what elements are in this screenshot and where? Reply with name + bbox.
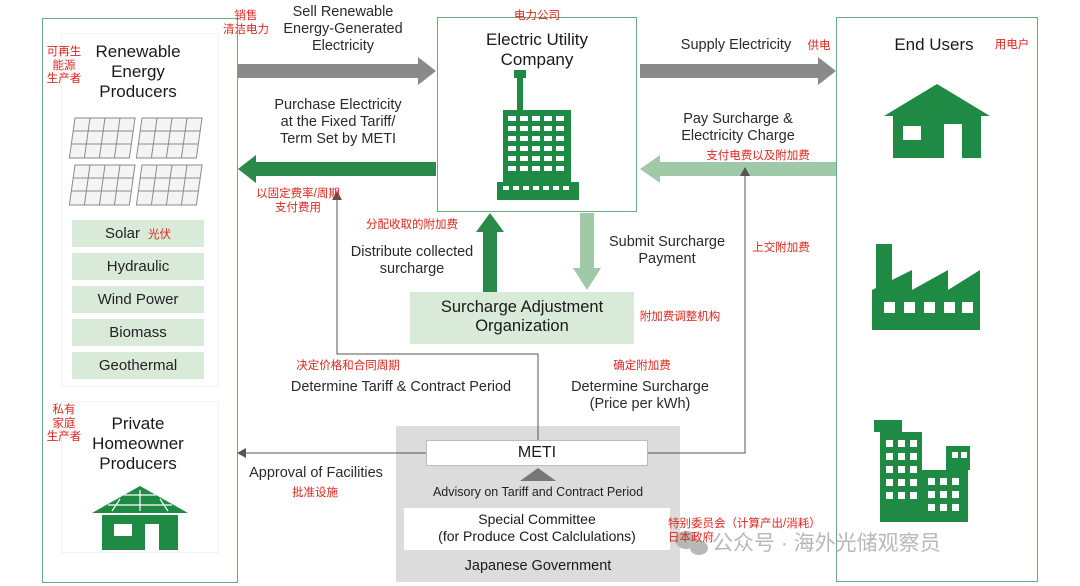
end-users-title: End Users [894,35,974,54]
solar-panels-icon [68,117,203,206]
distribute-label: Distribute collected surcharge [350,244,474,278]
committee-label-cn: 特别委员会（计算产出/消耗） 日本政府 [668,518,821,544]
utility-title: Electric Utility Company [485,30,588,70]
submit-label-cn: 上交附加费 [752,242,810,254]
supply-label-cn: 供电 [807,40,831,52]
tariff-arrowhead [332,191,342,200]
sell-label: Sell Renewable Energy-Generated Electric… [283,4,403,55]
purchase-label: Purchase Electricity at the Fixed Tariff… [274,97,402,148]
source-biomass[interactable]: Biomass [72,319,204,346]
office-buildings-icon [874,420,970,522]
source-solar-cn: 光伏 [148,229,172,241]
sell-label-cn: 销售 清洁电力 [223,10,269,36]
source-geothermal[interactable]: Geothermal [72,352,204,379]
producers-title: Renewable Energy Producers [95,42,181,102]
house-icon [884,84,990,158]
tariff-label: Determine Tariff & Contract Period [290,379,512,395]
pay-label: Pay Surcharge & Electricity Charge [681,111,795,145]
sao-label-cn: 附加费调整机构 [639,311,721,323]
approval-label-cn: 批准设施 [292,487,338,499]
surcharge-arrowhead [740,167,750,176]
government-label: Japanese Government [464,558,612,574]
purchase-label-cn: 以固定费率/周期 支付费用 [256,188,340,214]
approval-arrowhead [237,448,246,458]
distribute-arrow [476,213,504,292]
meti-label: METI [517,444,557,461]
watermark: 公众号 · 海外光储观察员 [712,532,941,555]
meti-box[interactable] [426,440,648,466]
advisory-label: Advisory on Tariff and Contract Period [432,485,644,499]
tariff-label-cn: 决定价格和合同周期 [296,360,400,372]
homeowner-house-icon [92,486,188,550]
producers-title-cn: 可再生 能源 生产者 [46,46,82,86]
purchase-arrow [238,155,436,183]
advisory-triangle [520,468,556,481]
committee-label: Special Committee (for Produce Cost Calc… [438,511,636,544]
approval-label: Approval of Facilities [249,465,383,481]
pay-label-cn: 支付电费以及附加费 [706,150,810,162]
submit-arrow [573,213,601,290]
committee-box[interactable] [404,508,670,550]
wechat-icon [675,531,708,555]
submit-label: Submit Surcharge Payment [608,234,726,268]
homeowner-title: Private Homeowner Producers [92,414,184,474]
end-users-title-cn: 用电户 [994,39,1030,51]
supply-arrow [640,57,836,85]
pay-arrow [640,155,836,183]
sao-box[interactable] [410,292,634,344]
utility-title-cn: 电力公司 [514,10,560,22]
sao-label: Surcharge Adjustment Organization [440,298,604,336]
distribute-label-cn: 分配收取的附加费 [366,219,458,231]
source-hydraulic[interactable]: Hydraulic [72,253,204,280]
homeowner-title-cn: 私有 家庭 生产者 [46,404,82,444]
factory-icon [872,244,980,330]
tariff-connector [336,197,539,440]
surcharge-det-label: Determine Surcharge (Price per kWh) [571,379,709,413]
sell-arrow [238,57,436,85]
surcharge-connector [648,174,746,454]
surcharge-det-label-cn: 确定附加费 [613,360,671,372]
supply-label: Supply Electricity [680,37,792,53]
source-wind-power[interactable]: Wind Power [72,286,204,313]
utility-building-icon [497,70,579,200]
